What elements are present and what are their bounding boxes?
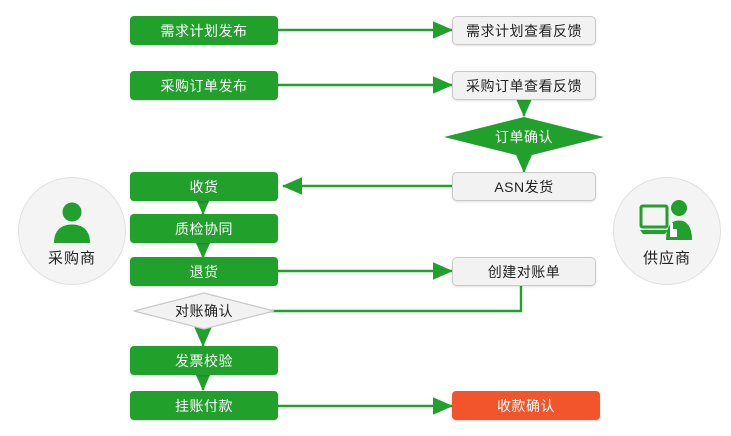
node-po-publish[interactable]: 采购订单发布 bbox=[130, 71, 278, 100]
node-pending-payment[interactable]: 挂账付款 bbox=[130, 391, 278, 420]
node-label: 创建对账单 bbox=[487, 263, 561, 280]
node-label: 挂账付款 bbox=[175, 397, 233, 414]
node-demand-plan-feedback[interactable]: 需求计划查看反馈 bbox=[452, 16, 596, 45]
node-order-confirm[interactable]: 订单确认 bbox=[444, 117, 604, 157]
node-label: 需求计划查看反馈 bbox=[466, 22, 582, 39]
node-demand-plan-publish[interactable]: 需求计划发布 bbox=[130, 16, 278, 45]
actor-supplier-label: 供应商 bbox=[642, 249, 691, 267]
node-asn-shipment[interactable]: ASN发货 bbox=[452, 172, 596, 201]
node-po-feedback[interactable]: 采购订单查看反馈 bbox=[452, 71, 596, 100]
actor-supplier[interactable]: 供应商 bbox=[613, 177, 721, 285]
node-statement-confirm[interactable]: 对账确认 bbox=[133, 292, 275, 330]
node-label: 采购订单查看反馈 bbox=[466, 77, 582, 94]
node-create-statement[interactable]: 创建对账单 bbox=[452, 257, 596, 286]
node-return-goods[interactable]: 退货 bbox=[130, 257, 278, 286]
person-icon bbox=[42, 195, 102, 245]
actor-buyer-label: 采购商 bbox=[47, 249, 96, 267]
node-label: 收货 bbox=[189, 178, 219, 195]
node-label: ASN发货 bbox=[494, 178, 554, 195]
node-invoice-check[interactable]: 发票校验 bbox=[130, 346, 278, 375]
node-label: 收款确认 bbox=[497, 397, 555, 414]
person-at-computer-icon bbox=[637, 195, 697, 245]
node-label: 对账确认 bbox=[175, 303, 233, 319]
node-label: 退货 bbox=[189, 263, 219, 280]
node-quality-collab[interactable]: 质检协同 bbox=[130, 214, 278, 243]
node-receipt-confirm[interactable]: 收款确认 bbox=[452, 391, 600, 420]
node-label: 采购订单发布 bbox=[160, 77, 248, 94]
node-label: 质检协同 bbox=[175, 220, 233, 237]
node-label: 发票校验 bbox=[175, 352, 233, 369]
actor-buyer[interactable]: 采购商 bbox=[18, 177, 126, 285]
node-label: 需求计划发布 bbox=[160, 22, 248, 39]
node-label: 订单确认 bbox=[495, 129, 553, 145]
node-receive-goods[interactable]: 收货 bbox=[130, 172, 278, 201]
